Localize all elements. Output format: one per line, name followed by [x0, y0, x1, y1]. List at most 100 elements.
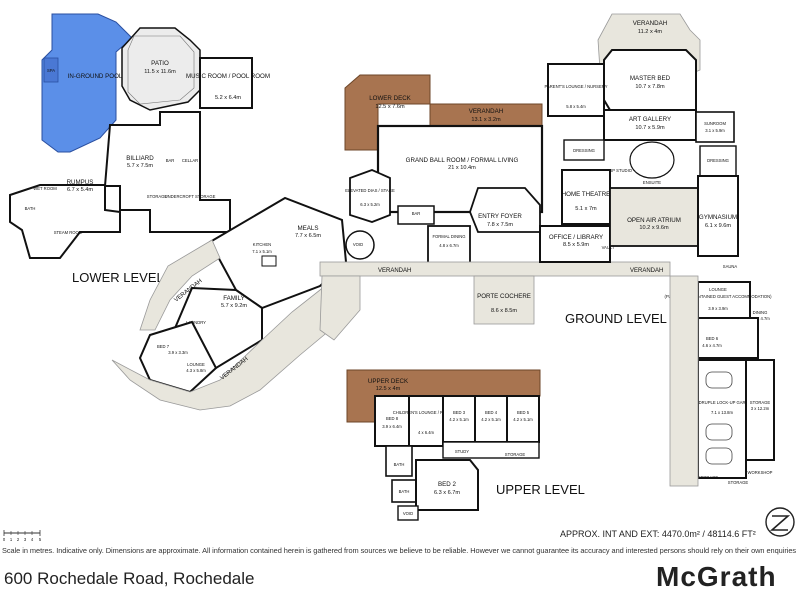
guest-lounge-label: LOUNGE: [709, 287, 727, 292]
childrens-label: CHILDREN'S LOUNGE / RETREAT: [393, 410, 460, 415]
atrium-size: 10.2 x 9.6m: [639, 225, 669, 231]
void-label: VOID: [353, 242, 363, 247]
verandah-band-label-2: VERANDAH: [630, 268, 663, 274]
office-label: OFFICE / LIBRARY: [549, 234, 603, 241]
home-theatre: [561, 169, 611, 225]
elevated-size: 6.3 x 5.2m: [360, 202, 380, 207]
void-upper-label: VOID: [403, 511, 413, 516]
gym-size: 6.1 x 9.6m: [705, 223, 731, 229]
disclaimer-text: Scale in metres. Indicative only. Dimens…: [2, 546, 797, 555]
bed3-label: BED 3: [453, 410, 466, 415]
sunroom-size: 3.1 x 5.9m: [705, 128, 725, 133]
upper-deck-label: UPPER DECK: [368, 378, 409, 385]
lower-level-plan: SPA IN-GROUND POOL PATIO 11.5 x 11.6m MU…: [9, 13, 270, 285]
meals-label: MEALS: [298, 225, 319, 232]
lounge-small-size: 4.3 x 5.8m: [186, 368, 206, 373]
verandah-top-label: VERANDAH: [469, 108, 503, 115]
parents-size: 5.8 x 5.4m: [566, 104, 586, 109]
music-room: [199, 57, 253, 109]
scale-tick-4: 4: [31, 537, 34, 542]
billiard-label: BILLIARD: [126, 155, 154, 162]
property-address: 600 Rochedale Road, Rochedale: [4, 569, 255, 588]
verandah-east: [669, 275, 699, 487]
bed7-label: BED 7: [157, 344, 170, 349]
spa: [43, 57, 59, 83]
bed8-size: 3.9 x 6.4m: [382, 424, 402, 429]
kitchen-size: 7.1 x 5.1m: [252, 249, 272, 254]
bed2: [415, 459, 479, 511]
patio: [121, 27, 201, 111]
kitchen-island: [261, 255, 277, 267]
kitchen-label: KITCHEN: [253, 242, 271, 247]
master-label: MASTER BED: [630, 75, 671, 82]
bed5: [506, 395, 540, 443]
lower-level-title: LOWER LEVEL: [72, 270, 164, 285]
art-gallery: [603, 109, 697, 141]
car-1: [705, 371, 733, 389]
workshop-label: WORKSHOP: [748, 470, 773, 475]
bath-up1: [385, 445, 413, 477]
laundry-label: LAUNDRY: [186, 320, 206, 325]
bath-up2-label: BATH: [399, 489, 410, 494]
billiard-size: 5.7 x 7.5m: [127, 163, 153, 169]
atrium-label: OPEN AIR ATRIUM: [627, 217, 681, 224]
bed6-size: 4.6 x 4.7m: [702, 343, 722, 348]
lower-deck-label: LOWER DECK: [369, 95, 411, 102]
storage-garage-size: 3 x 12.2m: [751, 406, 770, 411]
formal-dining: [427, 225, 471, 265]
bar-lower-label: BAR: [166, 158, 175, 163]
steam-label: STEAM ROOM: [54, 230, 83, 235]
porte-label: PORTE COCHERE: [477, 293, 531, 300]
childrens-retreat: [408, 395, 444, 447]
verandah-top-size: 13.1 x 3.2m: [471, 117, 501, 123]
gym-label: GYMNASIUM: [699, 214, 737, 221]
garage-size: 7.1 x 13.8m: [711, 410, 733, 415]
brand-logo: McGrath: [656, 561, 777, 592]
storage-lower-label: STORAGE: [147, 194, 168, 199]
bed3-size: 4.2 x 5.1m: [449, 417, 469, 422]
bed5-size: 4.2 x 5.1m: [513, 417, 533, 422]
guest-dining-label: DINING: [753, 310, 768, 315]
verandah-master-size: 11.2 x 4m: [638, 29, 662, 35]
upper-level-title: UPPER LEVEL: [496, 482, 585, 497]
master-size: 10.7 x 7.8m: [635, 84, 665, 90]
upper-level-plan: UPPER DECK 12.5 x 4m BED 8 3.9 x 6.4m CH…: [346, 369, 585, 521]
storage-g1-label: STORAGE: [698, 475, 719, 480]
scale-tick-3: 3: [24, 537, 27, 542]
patio-label: PATIO: [151, 60, 169, 67]
entry-size: 7.8 x 7.5m: [487, 222, 513, 228]
verandah-corner: [319, 275, 361, 341]
sauna-label: SAUNA: [723, 264, 738, 269]
storage-g2-label: STORAGE: [728, 480, 749, 485]
family-size: 5.7 x 9.2m: [221, 303, 247, 309]
music-label: MUSIC ROOM / POOL ROOM: [186, 73, 270, 80]
gallery-label: ART GALLERY: [629, 116, 671, 123]
scale-tick-2: 2: [17, 537, 20, 542]
theatre-label: HOME THEATRE: [562, 191, 611, 198]
guest-lounge-size: 3.9 x 3.9m: [708, 306, 728, 311]
family-label: FAMILY: [223, 295, 245, 302]
bar-ground-label: BAR: [412, 211, 421, 216]
lounge-small-label: LOUNGE: [187, 362, 205, 367]
car-3: [705, 447, 733, 465]
bed5-label: BED 5: [517, 410, 530, 415]
bath-up1-label: BATH: [394, 462, 405, 467]
scale-bar: 0 1 2 3 4 5: [3, 530, 42, 542]
ballroom-size: 21 x 10.4m: [448, 165, 476, 171]
childrens-size: 4 x 6.4m: [418, 430, 435, 435]
bed6: [697, 317, 759, 359]
wet-room-label: WET ROOM: [33, 186, 57, 191]
pool-label: IN-GROUND POOL: [68, 73, 123, 80]
undercroft-label: UNDERCROFT STORAGE: [165, 194, 216, 199]
gallery-size: 10.7 x 5.9m: [635, 125, 665, 131]
office: [539, 225, 611, 263]
ensuite-label: ENSUITE: [643, 180, 661, 185]
cellar-label: CELLAR: [182, 158, 198, 163]
verandah-master-label: VERANDAH: [633, 20, 667, 27]
bed8: [374, 395, 410, 447]
upper-corridor: [442, 441, 540, 459]
theatre-size: 5.1 x 7m: [575, 206, 597, 212]
formal-dining-size: 4.8 x 6.7m: [439, 243, 459, 248]
scale-tick-5: 5: [39, 537, 42, 542]
